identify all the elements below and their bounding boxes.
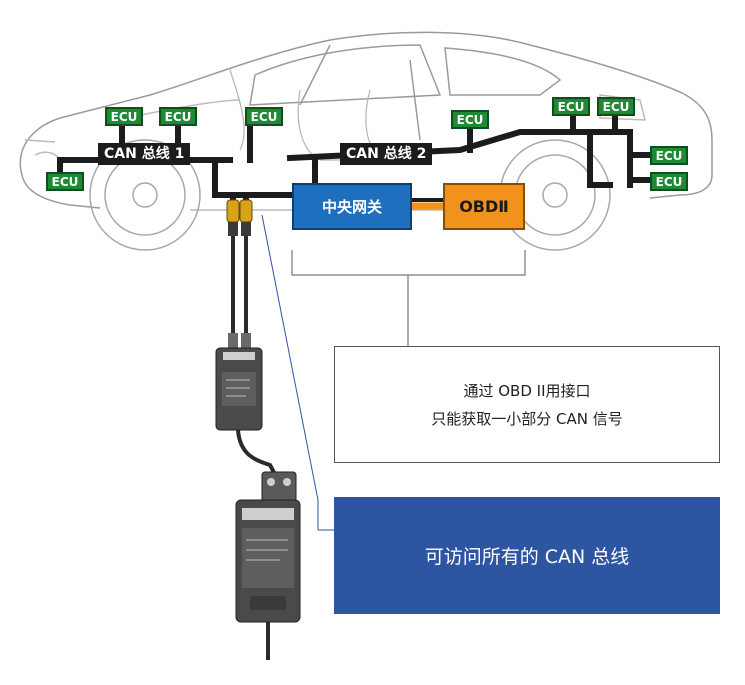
can-bus-1 [57, 122, 295, 213]
ecu-box: ECU [451, 110, 489, 129]
ecu-box: ECU [552, 97, 590, 116]
all-can-access-callout: 可访问所有的 CAN 总线 [334, 497, 720, 614]
obd-limitation-note: 通过 OBD II用接口 只能获取一小部分 CAN 信号 [334, 346, 720, 463]
central-gateway: 中央网关 [292, 183, 412, 230]
ecu-box: ECU [650, 172, 688, 191]
can-bus-1-label: CAN 总线 1 [98, 143, 191, 165]
bracket-line [291, 250, 526, 346]
note-line-2: 只能获取一小部分 CAN 信号 [431, 409, 623, 428]
can-bus-2-label: CAN 总线 2 [340, 143, 433, 165]
lower-logger-device [235, 471, 301, 623]
upper-adapter-device [215, 347, 263, 431]
ecu-box: ECU [650, 146, 688, 165]
highlight-link [261, 214, 334, 531]
ecu-box: ECU [159, 107, 197, 126]
ecu-box: ECU [245, 107, 283, 126]
probe-clamps [226, 199, 253, 351]
probe-cables [231, 225, 280, 660]
obd-port: OBDⅡ [443, 183, 525, 230]
ecu-box: ECU [46, 172, 84, 191]
ecu-box: ECU [597, 97, 635, 116]
note-line-1: 通过 OBD II用接口 [463, 381, 591, 400]
ecu-box: ECU [105, 107, 143, 126]
